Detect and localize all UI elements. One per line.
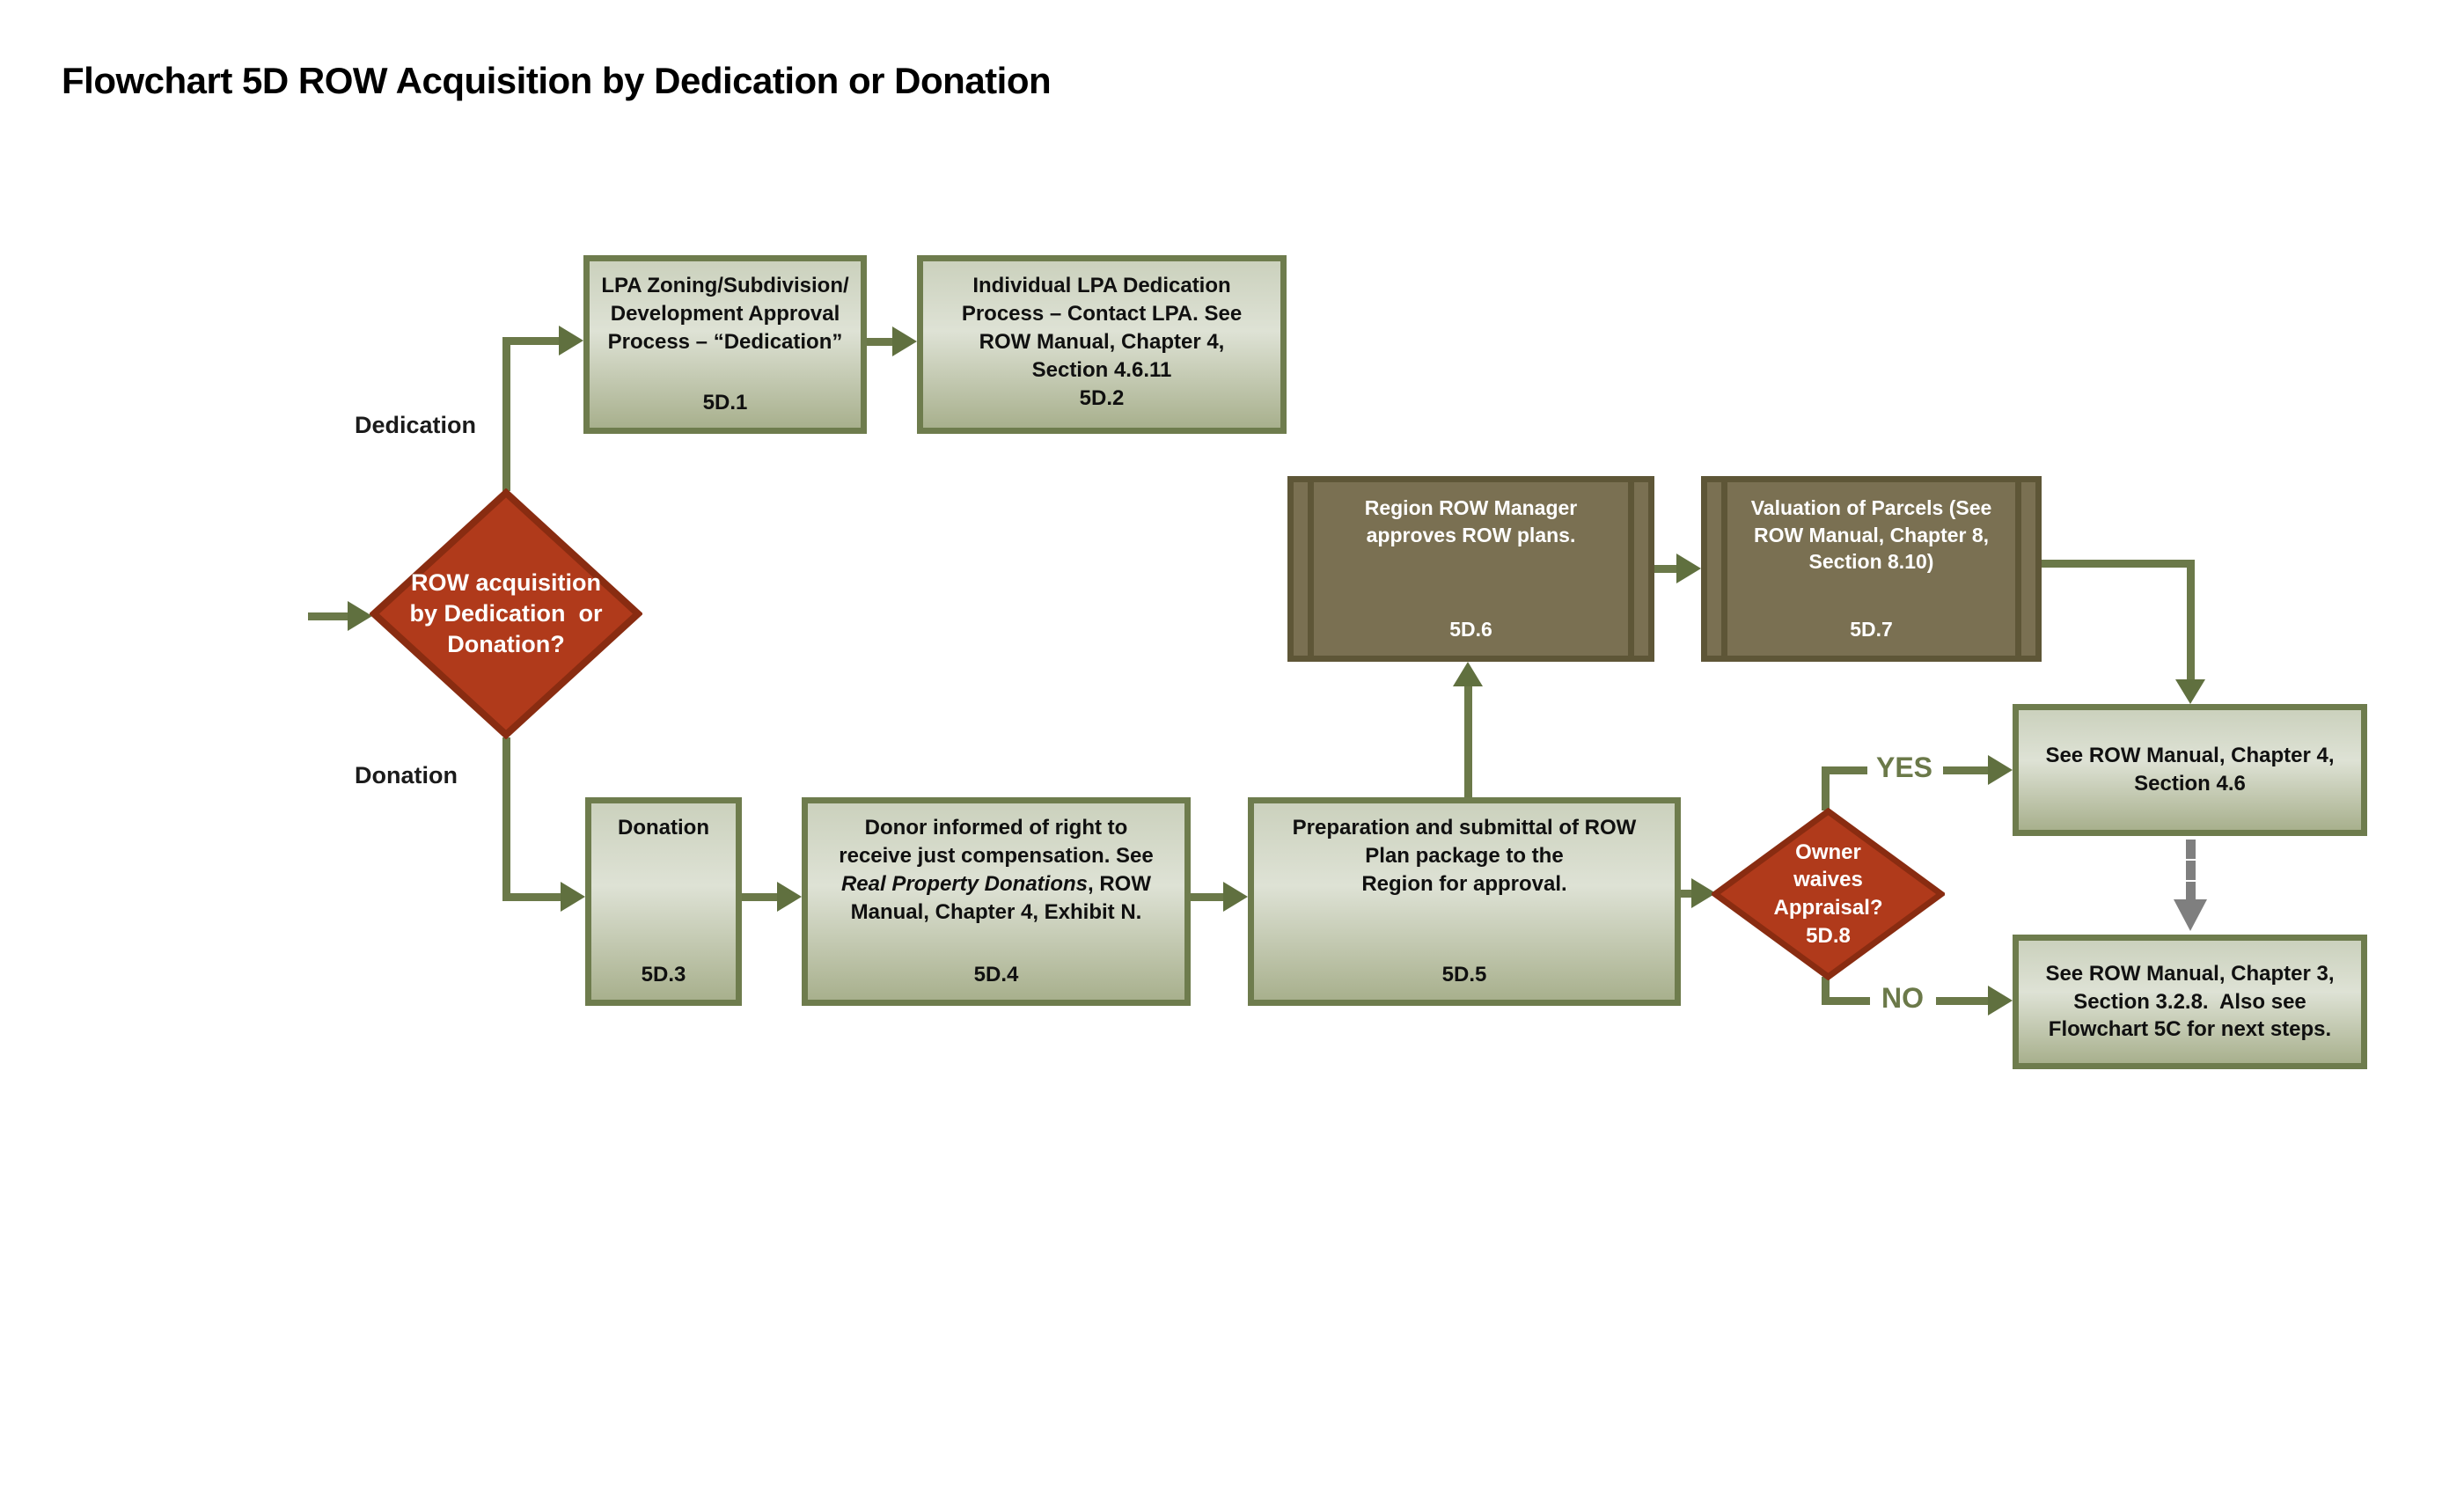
process-box-5d4: Donor informed of right to receive just … [802,797,1191,1006]
arrowhead-into-5d7 [1676,554,1701,583]
decision-start: ROW acquisition by Dedication or Donatio… [370,488,642,739]
connector-no-vertical [1822,977,1830,1005]
process-box-5d1-id: 5D.1 [702,391,748,415]
decision-owner-waives: Owner waives Appraisal? 5D.8 [1712,808,1945,980]
decision-owner-id: 5D.8 [1806,923,1851,948]
process-box-5d2: Individual LPA Dedication Process – Cont… [917,255,1287,434]
decision-start-text: ROW acquisition by Dedication or Donatio… [409,568,603,658]
no-label: NO [1881,982,1924,1014]
process-box-5d4-text-tail: , ROW Manual, Chapter 4, Exhibit N. [850,871,1152,924]
page-title: Flowchart 5D ROW Acquisition by Dedicati… [62,60,1052,101]
connector-5d4-to-5d5 [1191,893,1223,901]
arrowhead-into-5d4 [777,882,802,912]
arrowhead-yes-into-chapter4 [1988,755,2013,785]
terminal-box-chapter4: See ROW Manual, Chapter 4, Section 4.6 [2013,704,2367,836]
connector-dedication-vertical [502,337,510,491]
process-box-5d5-id: 5D.5 [1441,963,1487,987]
connector-5d6-to-5d7 [1654,565,1677,573]
predefined-bar-left [1721,482,1727,656]
terminal-box-chapter3: See ROW Manual, Chapter 3, Section 3.2.8… [2013,935,2367,1069]
arrowhead-into-5d5 [1223,882,1248,912]
process-box-5d1-text: LPA Zoning/Subdivision/ Development Appr… [601,274,849,354]
process-box-5d3-id: 5D.3 [641,963,686,987]
process-box-5d4-text-lead: Donor informed of right to receive just … [839,816,1154,868]
process-box-5d3: Donation 5D.3 [585,797,742,1006]
decision-start-shape [370,488,642,739]
connector-donation-vertical [502,737,510,901]
predefined-bar-right [2015,482,2021,656]
yes-label: YES [1875,752,1933,783]
connector-start-stem [308,612,348,620]
connector-yes-horizontal-left [1822,766,1867,774]
branch-label-dedication: Dedication [355,412,477,438]
connector-5d5-to-5d6 [1464,686,1472,797]
decision-owner-shape [1712,808,1945,980]
process-box-5d2-id: 5D.2 [1079,385,1125,410]
arrowhead-into-5d3 [561,882,585,912]
connector-yes-vertical [1822,766,1830,810]
connector-5d3-to-5d4 [742,893,777,901]
predefined-bar-right [1628,482,1634,656]
connector-5d5-to-owner-decision [1681,890,1693,898]
decision-owner-question: Owner waives Appraisal? [1773,840,1883,920]
arrowhead-into-5d6 [1453,662,1483,686]
branch-label-donation: Donation [355,762,458,788]
connector-no-horizontal-right [1936,997,1989,1005]
process-box-5d2-text: Individual LPA Dedication Process – Cont… [961,274,1243,382]
arrowhead-into-start-decision [348,601,372,631]
arrowhead-into-5d2 [892,326,917,356]
arrowhead-into-chapter4 [2175,679,2205,704]
arrowhead-dashed-into-chapter3 [2174,899,2207,931]
process-box-5d4-text-italic: Real Property Donations [840,871,1089,896]
connector-5d7-down-vertical [2187,560,2195,681]
process-box-5d4-text: Donor informed of right to receive just … [839,814,1153,927]
predefined-box-5d7: Valuation of Parcels (See ROW Manual, Ch… [1701,476,2042,662]
decision-owner-text: Owner waives Appraisal? 5D.8 [1712,808,1945,980]
predefined-box-5d6: Region ROW Manager approves ROW plans. 5… [1287,476,1654,662]
connector-chapter4-to-chapter3-dashed [2186,840,2196,901]
process-box-5d5-text: Preparation and submittal of ROW Plan pa… [1292,816,1637,896]
predefined-box-5d6-text: Region ROW Manager approves ROW plans. [1364,496,1578,546]
predefined-bar-left [1308,482,1314,656]
connector-yes-horizontal-right [1943,766,1989,774]
terminal-box-chapter4-text: See ROW Manual, Chapter 4, Section 4.6 [2045,744,2335,796]
process-box-5d3-text: Donation [618,816,709,840]
process-box-5d4-id: 5D.4 [973,963,1019,987]
process-box-5d1: LPA Zoning/Subdivision/ Development Appr… [583,255,867,434]
predefined-box-5d6-id: 5D.6 [1449,618,1492,642]
terminal-box-chapter3-text: See ROW Manual, Chapter 3, Section 3.2.8… [2045,961,2335,1042]
connector-no-horizontal-left [1822,997,1870,1005]
arrowhead-no-into-chapter3 [1988,986,2013,1016]
predefined-box-5d7-id: 5D.7 [1850,618,1893,642]
connector-dedication-horizontal [502,337,559,345]
process-box-5d5: Preparation and submittal of ROW Plan pa… [1248,797,1681,1006]
predefined-box-5d7-text: Valuation of Parcels (See ROW Manual, Ch… [1750,496,1992,574]
connector-5d1-to-5d2 [867,338,893,346]
connector-donation-horizontal [502,893,561,901]
connector-5d7-right-horizontal [2042,560,2195,568]
arrowhead-into-5d1 [559,326,583,356]
